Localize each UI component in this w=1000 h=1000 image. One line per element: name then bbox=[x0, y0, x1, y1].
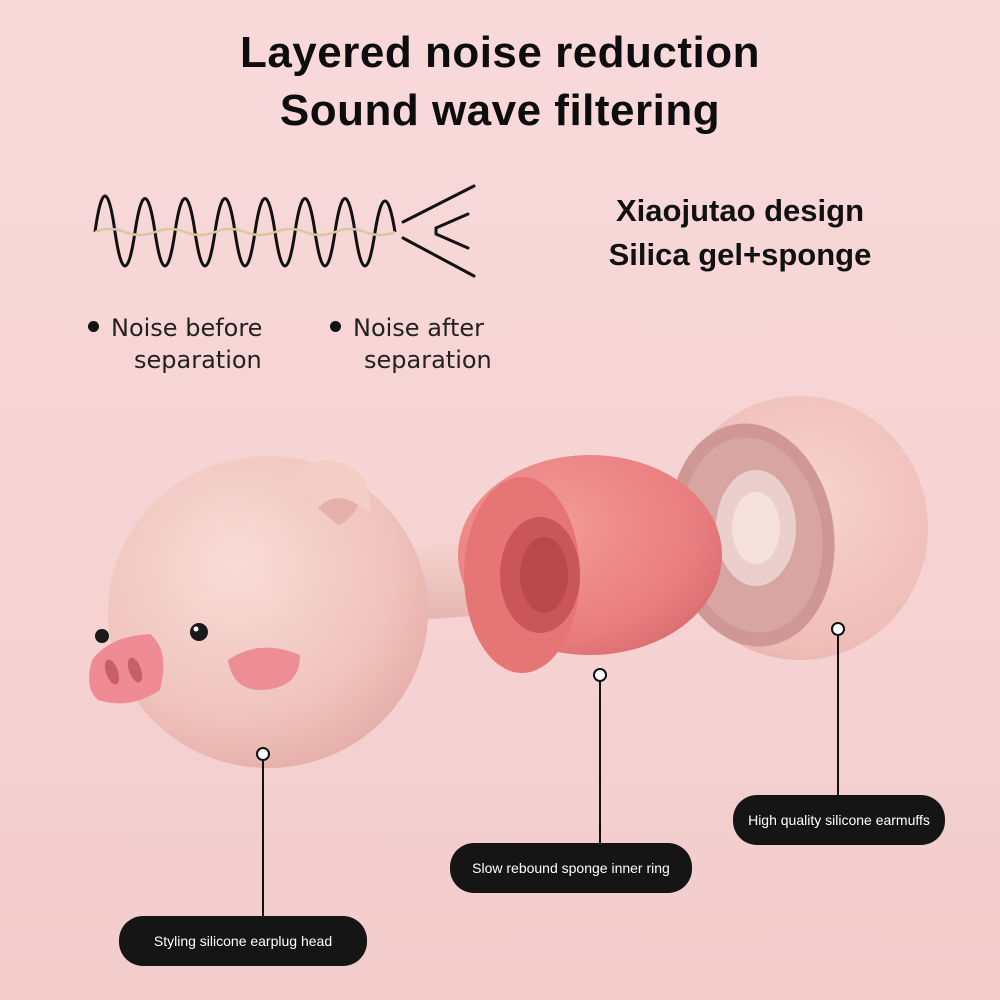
sound-wave-icon bbox=[93, 194, 397, 268]
silicone-earmuff bbox=[669, 396, 928, 660]
design-caption-line-2: Silica gel+sponge bbox=[608, 237, 872, 272]
callout-earmuffs: High quality silicone earmuffs bbox=[733, 795, 945, 845]
callout-sponge-ring: Slow rebound sponge inner ring bbox=[450, 843, 692, 893]
headline-line-1: Layered noise reduction bbox=[239, 28, 761, 77]
legend-before-line-2: separation bbox=[134, 346, 262, 374]
design-caption-line-1: Xiaojutao design bbox=[615, 193, 865, 228]
legend-after-line-1: Noise after bbox=[353, 314, 484, 342]
separation-arrow-icon bbox=[401, 184, 476, 278]
pig-earplug-head bbox=[89, 456, 428, 768]
callout-earplug-head: Styling silicone earplug head bbox=[119, 916, 367, 966]
legend-after-line-2: separation bbox=[364, 346, 492, 374]
bullet-dot-icon bbox=[330, 320, 341, 332]
callout-markers bbox=[256, 622, 845, 761]
legend-noise-after: Noise after separation bbox=[330, 312, 492, 376]
pig-snout-icon bbox=[89, 634, 164, 704]
legend-before-line-1: Noise before bbox=[111, 314, 263, 342]
headline-line-2: Sound wave filtering bbox=[279, 86, 721, 135]
legend-noise-before: Noise before separation bbox=[88, 312, 262, 376]
bullet-dot-icon bbox=[88, 320, 99, 332]
callout-leader-lines bbox=[262, 635, 839, 916]
sponge-inner-ring bbox=[458, 455, 722, 673]
